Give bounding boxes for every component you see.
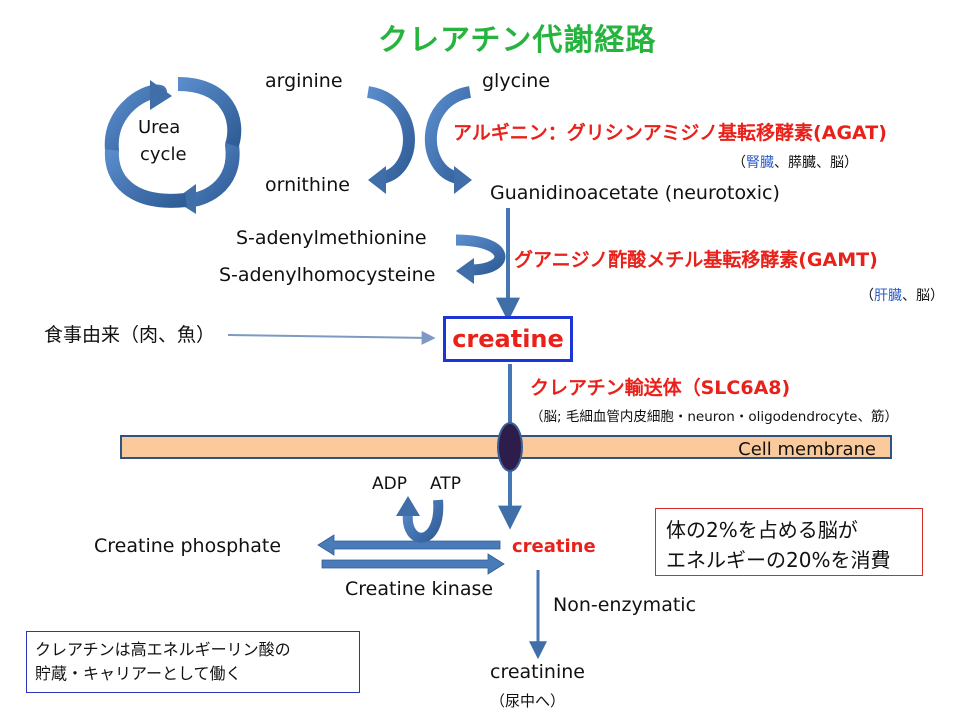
creatine-inner-label: creatine (512, 536, 596, 557)
function-note-line1: クレアチンは高エネルギーリン酸の (35, 640, 291, 659)
guanidinoacetate-label: Guanidinoacetate (neurotoxic) (490, 182, 780, 204)
curved-arrow-icon (396, 496, 444, 543)
curved-arrow-icon (424, 86, 472, 194)
gamt-location: （肝臓、脳） (860, 289, 944, 303)
gamt-location-open: （ (860, 288, 874, 304)
curved-arrow-icon (455, 234, 506, 284)
creatine-phosphate-label: Creatine phosphate (94, 535, 282, 557)
cycle-arrow-icon (104, 77, 242, 214)
urea-label-2: cycle (140, 144, 187, 165)
brain-energy-note: 体の2%を占める脳が エネルギーの20%を消費 (655, 508, 923, 576)
gamt-enzyme-label: グアニジノ酢酸メチル基転移酵素(GAMT) (514, 249, 878, 271)
creatine-function-note: クレアチンは高エネルギーリン酸の 貯蔵・キャリアーとして働く (26, 631, 360, 693)
adp-label: ADP (372, 474, 407, 494)
agat-enzyme-label: アルギニン：グリシンアミジノ基転移酵素(AGAT) (453, 122, 887, 144)
agat-location-open: （ (732, 155, 746, 171)
arginine-label: arginine (265, 70, 343, 92)
page-title: クレアチン代謝経路 (378, 23, 657, 58)
diet-label: 食事由来（肉、魚） (44, 324, 216, 346)
creatinine-label: creatinine (490, 661, 585, 683)
agat-location: （腎臓、膵臓、脳） (732, 156, 858, 170)
urea-label-1: Urea (138, 117, 181, 138)
agat-location-rest: 、脳） (816, 155, 858, 171)
creatine-main-label: creatine (452, 325, 564, 353)
nonenzymatic-label: Non-enzymatic (553, 594, 697, 616)
ornithine-label: ornithine (265, 174, 350, 196)
transporter-label: クレアチン輸送体（SLC6A8) (530, 377, 791, 399)
creatine-box: creatine (443, 316, 573, 362)
sam-label: S-adenylmethionine (236, 227, 427, 249)
kinase-label: Creatine kinase (345, 578, 494, 600)
agat-pancreas: 膵臓 (788, 155, 816, 171)
membrane-label: Cell membrane (738, 439, 876, 460)
atp-label: ATP (430, 474, 461, 494)
glycine-label: glycine (482, 70, 551, 92)
function-note-line2: 貯蔵・キャリアーとして働く (35, 664, 242, 683)
brain-note-line1: 体の2%を占める脳が (666, 518, 858, 542)
urine-label: （尿中へ） (490, 692, 566, 710)
kinase-arrow-icon (317, 534, 505, 575)
diet-arrow (227, 330, 436, 345)
agat-sep: 、 (774, 155, 788, 171)
gamt-location-rest: 、脳） (902, 288, 944, 304)
gamt-liver: 肝臓 (874, 288, 902, 304)
agat-kidney: 腎臓 (746, 155, 774, 171)
brain-note-line2: エネルギーの20%を消費 (666, 548, 891, 572)
transporter-location: （脳; 毛細血管内皮細胞・neuron・oligodendrocyte、筋） (530, 409, 898, 425)
transporter-icon (497, 422, 523, 472)
sah-label: S-adenylhomocysteine (219, 264, 436, 286)
curved-arrow-icon (366, 86, 415, 194)
